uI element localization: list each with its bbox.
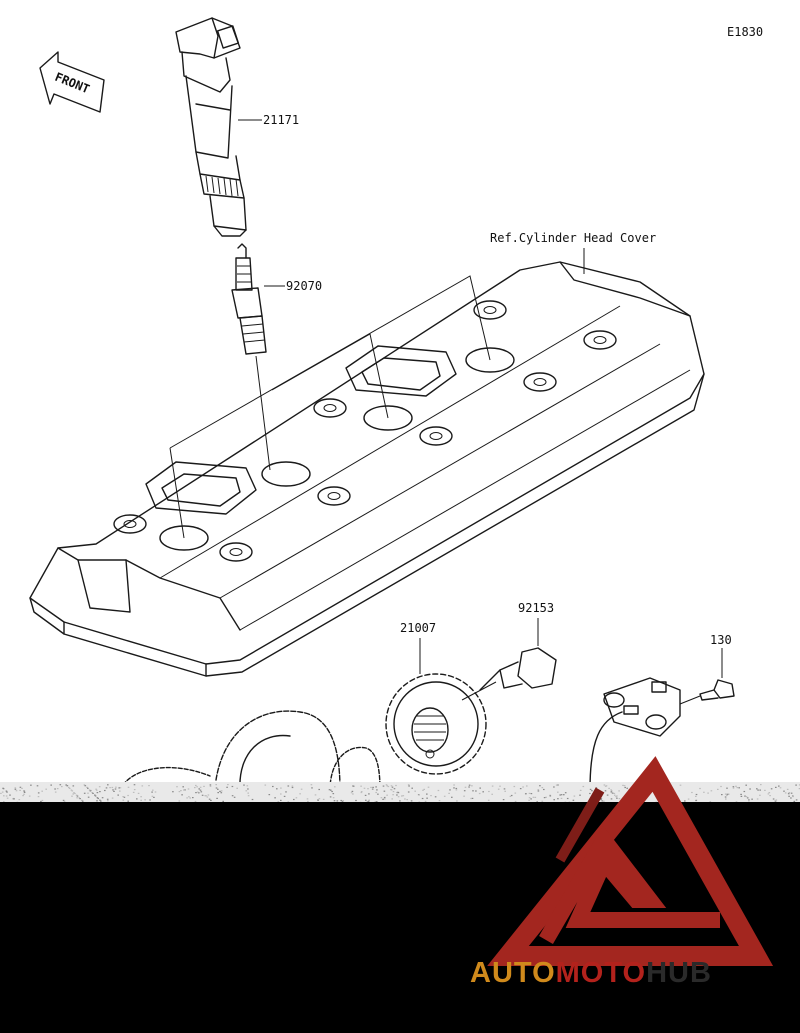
screw-130 — [679, 679, 735, 705]
gear-21007 — [385, 673, 487, 775]
front-label: FRONT — [53, 70, 92, 97]
watermark-brand-auto: AUTO — [470, 957, 556, 989]
bolt-92153 — [461, 647, 557, 701]
diagram-code: E1830 — [727, 25, 763, 39]
watermark-logo-icon — [487, 756, 774, 966]
watermark-brand: AUTOMOTOHUB — [470, 957, 712, 989]
ignition-coil — [175, 17, 247, 237]
part-number-130: 130 — [710, 633, 732, 647]
part-number-92153: 92153 — [518, 601, 554, 615]
spark-plug — [231, 243, 267, 355]
part-number-21007: 21007 — [400, 621, 436, 635]
part-number-92070: 92070 — [286, 279, 322, 293]
reference-label: Ref.Cylinder Head Cover — [490, 231, 656, 245]
noise-dots — [0, 784, 800, 803]
cylinder-head-cover — [29, 261, 705, 677]
part-number-21171: 21171 — [263, 113, 299, 127]
sensor — [589, 677, 681, 791]
watermark-brand-hub: HUB — [646, 957, 712, 989]
front-arrow-icon: FRONT — [39, 51, 105, 113]
crankshaft-gears — [119, 710, 381, 791]
watermark-brand-moto: MOTO — [556, 957, 646, 989]
